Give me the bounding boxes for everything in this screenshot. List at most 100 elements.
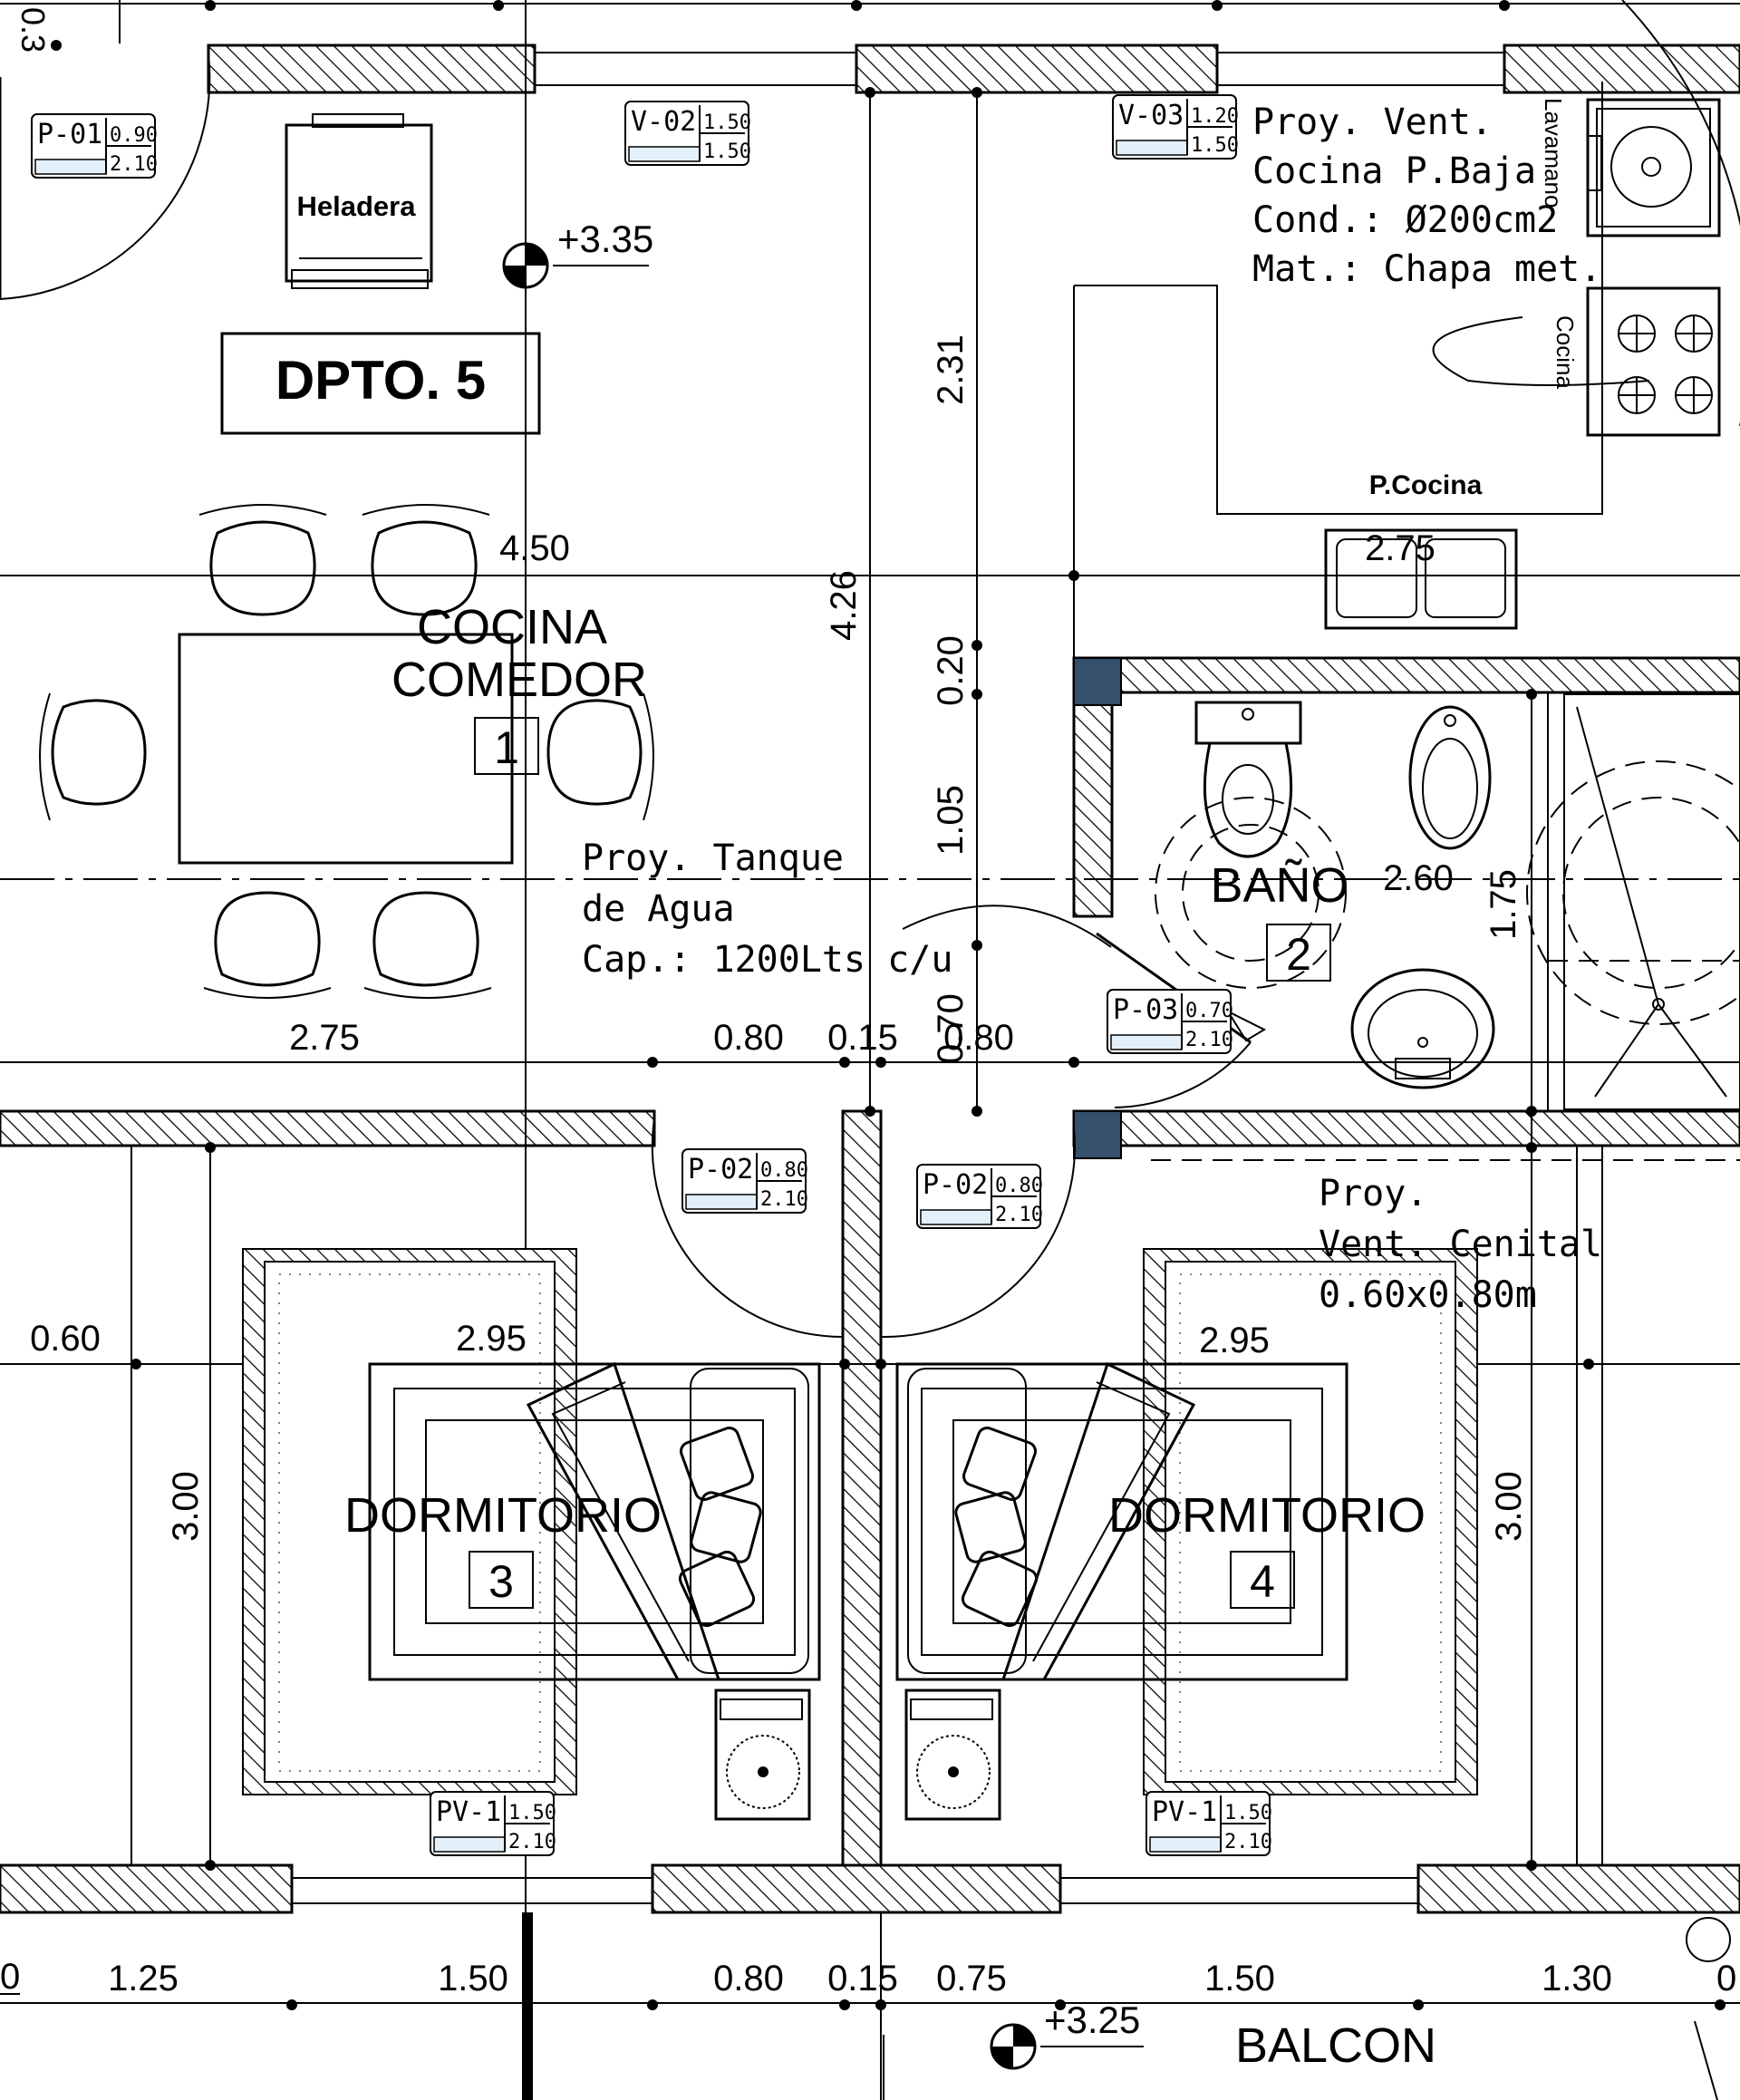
svg-text:2.10: 2.10 [508, 1831, 556, 1853]
opening-tag-pv1a: PV-1 1.50 2.10 [430, 1791, 556, 1856]
svg-text:P-02: P-02 [688, 1154, 753, 1185]
wall-middle-left [0, 1109, 656, 1147]
vent-note-line: Cocina P.Baja [1252, 150, 1536, 192]
svg-text:2.10: 2.10 [110, 153, 158, 176]
dim-text: 0.80 [943, 1018, 1014, 1058]
dim-text: 2.31 [931, 334, 971, 405]
room-cocina-line2: COMEDOR [392, 653, 647, 707]
dim-text: 2.75 [289, 1018, 360, 1058]
svg-text:1.50: 1.50 [703, 111, 751, 134]
column-bath-top [1073, 657, 1122, 706]
bedroom-4-furniture [895, 1248, 1478, 1821]
svg-text:0.80: 0.80 [760, 1159, 808, 1182]
room-dorm3-line1: DORMITORIO [344, 1488, 662, 1543]
dining-set [39, 504, 654, 999]
wall-bottom-left [0, 1863, 294, 1914]
dim-text: 0 [0, 1957, 20, 1997]
stove-label: Cocina [1552, 315, 1579, 389]
room-labels: COCINA COMEDOR 1 BAÑO 2 DORMITORIO 3 DOR… [344, 600, 1436, 2073]
dim-text: 1.50 [1204, 1959, 1275, 1998]
svg-text:P-01: P-01 [37, 119, 102, 150]
room-dorm4-line1: DORMITORIO [1108, 1488, 1426, 1543]
dim-text: 0.80 [713, 1018, 784, 1058]
wall-bath-top [1072, 656, 1740, 694]
chair [371, 520, 478, 616]
svg-text:V-03: V-03 [1118, 100, 1184, 131]
tank-note-line: Cap.: 1200Lts c/u [582, 939, 952, 981]
dim-text: 0.15 [827, 1959, 898, 1998]
wall-top-right [1503, 44, 1740, 94]
dim-text: 1.50 [438, 1959, 508, 1998]
svg-text:2.10: 2.10 [760, 1188, 808, 1211]
vent-note-line: Cond.: Ø200cm2 [1252, 199, 1558, 241]
dim-text: 1.30 [1542, 1959, 1612, 1998]
dim-text: 0.20 [931, 635, 971, 706]
svg-text:2.10: 2.10 [1185, 1029, 1233, 1051]
column-bath-bottom [1073, 1110, 1122, 1159]
room-bano-line1: BAÑO [1210, 858, 1348, 913]
svg-text:1.50: 1.50 [1224, 1802, 1272, 1824]
wall-bottom-mid [651, 1863, 1062, 1914]
toilet [1203, 741, 1293, 858]
chair [546, 699, 643, 806]
unit-title: DPTO. 5 [220, 332, 541, 435]
svg-text:P-02: P-02 [923, 1169, 988, 1201]
opening-tag-p02b: P-02 0.80 2.10 [916, 1164, 1043, 1229]
skylight-note-line: Proy. [1319, 1173, 1427, 1215]
skylight-note: Proy. Vent. Cenital 0.60x0.80m [1151, 1159, 1740, 1316]
tank-note: Proy. Tanque de Agua Cap.: 1200Lts c/u [582, 837, 1112, 981]
counter-label: P.Cocina [1369, 470, 1483, 500]
svg-text:PV-1: PV-1 [1152, 1796, 1217, 1828]
level-upper-text: +3.35 [557, 218, 653, 260]
bathroom-fixtures [1155, 693, 1740, 1110]
svg-text:P-03: P-03 [1113, 994, 1178, 1026]
opening-tag-p02a: P-02 0.80 2.10 [682, 1148, 808, 1214]
opening-tags: P-01 0.90 2.10 V-02 1.50 1.50 V-03 1.20 … [31, 94, 1272, 1856]
vent-note-line: Proy. Vent. [1252, 102, 1493, 143]
dim-text: 3.00 [166, 1471, 206, 1542]
svg-text:1.50: 1.50 [703, 140, 751, 163]
opening-tag-pv1b: PV-1 1.50 2.10 [1146, 1791, 1272, 1856]
bed-left [368, 1362, 821, 1681]
wall-bedroom-partition [841, 1109, 883, 1870]
dim-text: 1.05 [931, 785, 971, 856]
dim-text: 0.15 [827, 1018, 898, 1058]
wall-middle-right [1072, 1109, 1740, 1147]
dimensions: 0.3 4.50 2.75 2.31 4.26 0.20 1.05 0.70 1… [0, 7, 1736, 2100]
tick-dots [51, 0, 1726, 2010]
bedroom-3-furniture [242, 1248, 821, 1821]
dim-text: 0.60 [30, 1319, 101, 1359]
tank-note-line: de Agua [582, 888, 735, 930]
svg-text:PV-1: PV-1 [436, 1796, 501, 1828]
bed-right [895, 1362, 1348, 1681]
svg-text:0.80: 0.80 [995, 1175, 1043, 1197]
fridge-label: Heladera [297, 190, 417, 222]
doors [0, 0, 1740, 1339]
svg-text:0.90: 0.90 [110, 124, 158, 147]
room-cocina-line1: COCINA [417, 600, 607, 654]
chair [51, 699, 147, 806]
skylight-note-line: 0.60x0.80m [1319, 1274, 1537, 1316]
room-dorm4-number: 4 [1250, 1556, 1275, 1607]
svg-text:0.70: 0.70 [1185, 1000, 1233, 1022]
stove: Cocina [1432, 286, 1721, 437]
vent-note-line: Mat.: Chapa met. [1252, 248, 1601, 290]
level-marker-balcony: +3.25 [990, 1998, 1144, 2070]
nightstand [904, 1689, 1001, 1821]
dim-text: 2.75 [1365, 528, 1436, 568]
svg-text:1.50: 1.50 [508, 1802, 556, 1824]
dim-text: 2.95 [1199, 1321, 1270, 1360]
kitchen-sink [1324, 528, 1518, 630]
kitchen-counter: P.Cocina [1074, 82, 1603, 630]
walls [0, 44, 1740, 1914]
nightstand [714, 1689, 811, 1821]
fridge: Heladera [285, 113, 433, 289]
svg-text:1.20: 1.20 [1191, 105, 1239, 128]
chair [214, 891, 321, 987]
room-bano-number: 2 [1286, 929, 1311, 980]
level-balcony-text: +3.25 [1044, 1998, 1140, 2041]
wall-top-left [207, 44, 536, 94]
chair [209, 520, 316, 616]
bath-sink [1350, 968, 1495, 1089]
